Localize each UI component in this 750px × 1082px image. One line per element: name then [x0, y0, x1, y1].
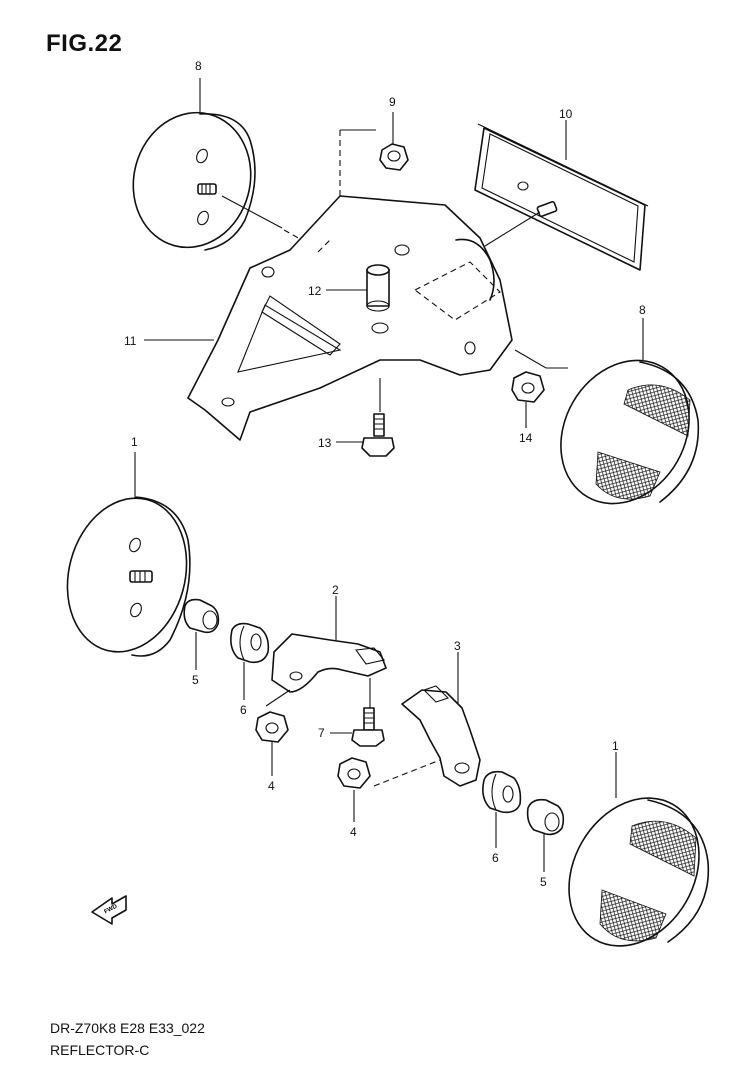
callout-5: 5: [192, 673, 199, 687]
callout-14: 14: [519, 431, 533, 445]
callout-12: 12: [308, 284, 322, 298]
callout-9: 9: [389, 95, 396, 109]
reflector-bracket: [187, 195, 513, 441]
callout-1: 1: [612, 739, 619, 753]
callout-11: 11: [124, 334, 137, 348]
bracket-3: [401, 685, 481, 787]
collar-12: [366, 264, 390, 312]
callout-6: 6: [492, 851, 499, 865]
reflector-round-right-lower: [568, 797, 710, 947]
callout-2: 2: [332, 583, 339, 597]
flange-nut-4-left: [255, 711, 289, 743]
reflector-rectangular: [474, 123, 649, 271]
reflector-round-left: [66, 496, 191, 657]
callout-8: 8: [195, 59, 202, 73]
cushion-6-right: [482, 770, 522, 814]
bolt-7: [351, 707, 385, 747]
callout-4: 4: [350, 825, 357, 839]
collar-5-right: [526, 798, 565, 836]
reflector-round-right: [560, 359, 700, 505]
callout-8: 8: [639, 303, 646, 317]
flange-nut-4-center: [337, 757, 371, 789]
cushion-6-left: [230, 622, 270, 664]
flange-nut-14: [511, 371, 545, 403]
figure-title: FIG.22: [46, 30, 123, 57]
callout-5: 5: [540, 875, 547, 889]
callout-6: 6: [240, 703, 247, 717]
forward-arrow-icon: FWD: [91, 895, 127, 925]
collar-5-left: [183, 598, 220, 634]
bolt-13: [361, 413, 395, 457]
callout-10: 10: [559, 107, 573, 121]
callout-4: 4: [268, 779, 275, 793]
flange-nut-9: [379, 143, 409, 171]
reflector-round-top-left: [132, 111, 256, 251]
bracket-2: [271, 633, 387, 693]
diagram-name: REFLECTOR-C: [50, 1042, 150, 1058]
diagram-code: DR-Z70K8 E28 E33_022: [50, 1020, 205, 1036]
callout-3: 3: [454, 639, 461, 653]
callout-1: 1: [131, 435, 138, 449]
callout-7: 7: [318, 726, 325, 740]
callout-13: 13: [318, 436, 332, 450]
